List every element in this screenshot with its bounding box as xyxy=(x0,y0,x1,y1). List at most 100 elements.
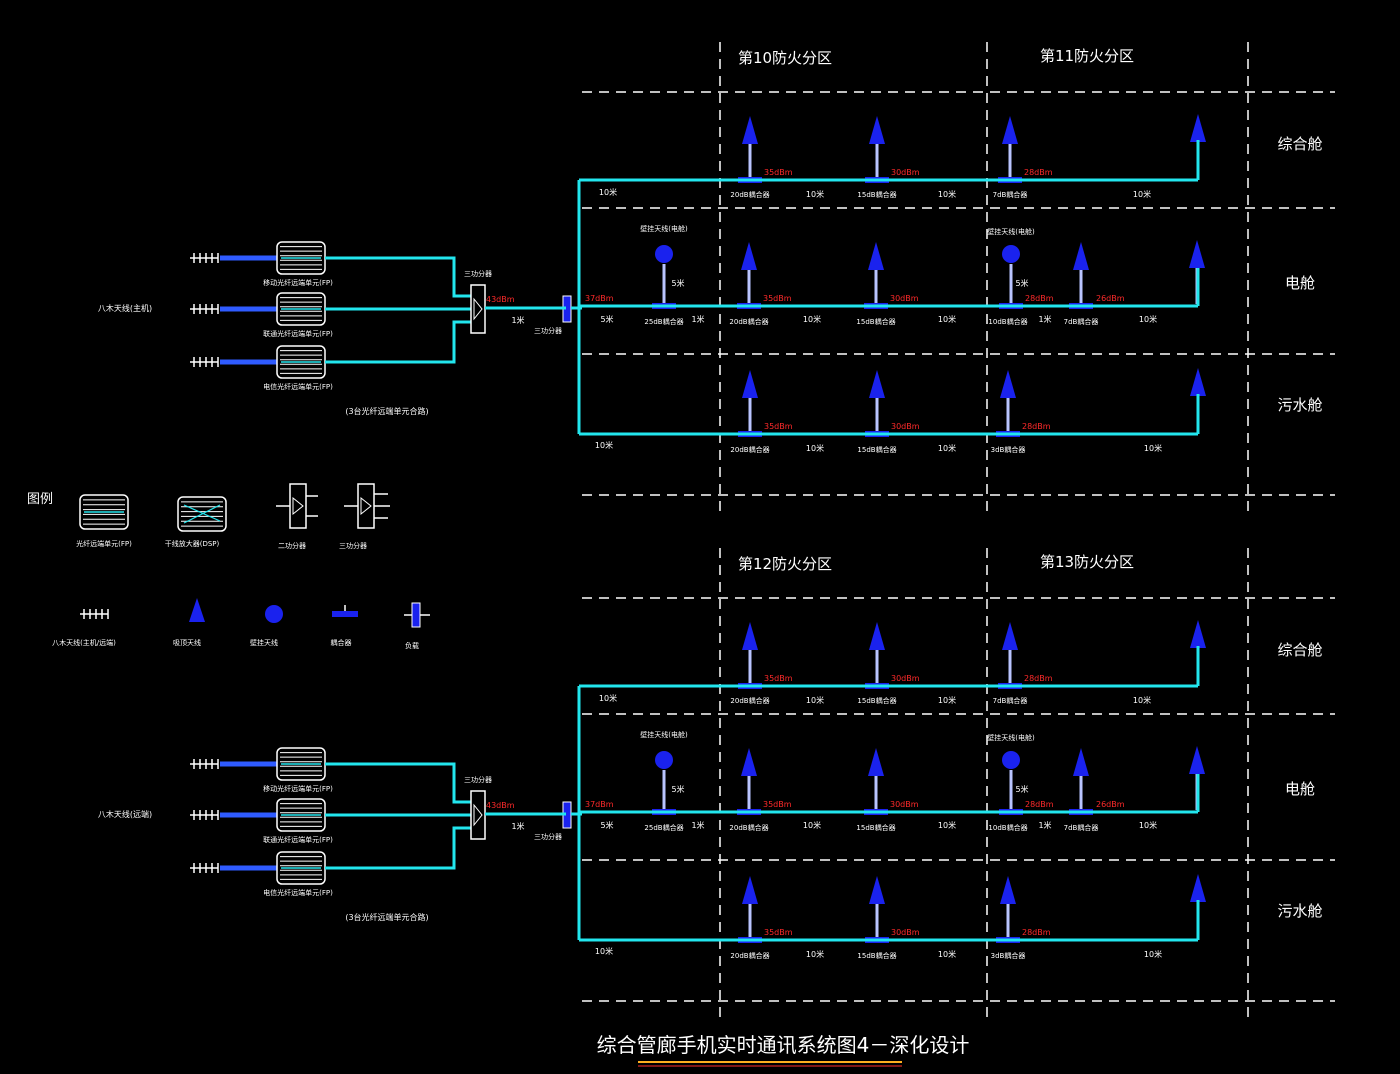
unit-diag xyxy=(183,504,221,524)
antenna-cone xyxy=(1000,370,1016,398)
coupler-label: 7dB耦合器 xyxy=(993,190,1028,199)
combiner-note: (3台光纤远端单元合路) xyxy=(345,912,428,922)
legend-label: 光纤远端单元(FP) xyxy=(76,539,132,548)
power-label: 30dBm xyxy=(891,168,920,177)
length-label: 10米 xyxy=(803,314,821,324)
antenna-disc xyxy=(265,605,283,623)
splitter-body xyxy=(470,284,486,334)
antenna-cone xyxy=(741,242,757,270)
length-label: 10米 xyxy=(938,949,956,959)
power-label: 30dBm xyxy=(891,674,920,683)
splitter-arrow xyxy=(473,297,483,321)
source-antenna-icon xyxy=(190,863,219,873)
unit-diag xyxy=(183,504,221,522)
feeder-line xyxy=(325,762,471,804)
zone-header: 第12防火分区 xyxy=(738,555,832,573)
power-label: 28dBm xyxy=(1025,294,1054,303)
antenna-cone xyxy=(1190,368,1206,396)
legend-label: 三功分器 xyxy=(339,541,367,550)
coupler-label: 15dB耦合器 xyxy=(857,951,896,960)
coupler-label: 25dB耦合器 xyxy=(644,823,683,832)
compartment-label: 综合舱 xyxy=(1277,135,1322,153)
coupler-label: 15dB耦合器 xyxy=(857,445,896,454)
power-label: 26dBm xyxy=(1096,800,1125,809)
length-label: 10米 xyxy=(806,949,824,959)
coupler-label: 15dB耦合器 xyxy=(856,317,895,326)
diagram-title-block: 综合管廊手机实时通讯系统图4－深化设计 xyxy=(597,1033,969,1067)
antenna-disc xyxy=(655,245,673,263)
length-label: 1米 xyxy=(1038,314,1051,324)
hybrid-unit-a-icon xyxy=(79,494,129,530)
length-label: 10米 xyxy=(1144,443,1162,453)
legend-label: 负载 xyxy=(405,641,419,650)
compartment-label: 电舱 xyxy=(1285,780,1315,798)
splitter-1 xyxy=(470,790,486,840)
length-label: 10米 xyxy=(1139,314,1157,324)
coupler-label: 3dB耦合器 xyxy=(991,445,1026,454)
length-label: 10米 xyxy=(938,314,956,324)
antenna-cone xyxy=(868,242,884,270)
coupler-label: 7dB耦合器 xyxy=(1064,317,1099,326)
splitter-label: 三功分器 xyxy=(534,326,562,335)
power-label: 28dBm xyxy=(1024,168,1053,177)
legend-label: 吸顶天线 xyxy=(173,638,201,647)
coupler-label: 7dB耦合器 xyxy=(1064,823,1099,832)
antenna-cone xyxy=(869,622,885,650)
feeder-line xyxy=(325,256,471,298)
power-label: 35dBm xyxy=(764,422,793,431)
length-label: 10米 xyxy=(599,187,617,197)
rf-unit-label: 移动光纤远端单元(FP) xyxy=(263,278,333,287)
splitter-label: 三功分器 xyxy=(464,269,492,278)
rf-unit-label: 联通光纤远端单元(FP) xyxy=(263,835,333,844)
source-antenna-icon xyxy=(190,357,219,367)
power-label: 30dBm xyxy=(891,928,920,937)
antenna-cone xyxy=(1190,114,1206,142)
coupler-label: 20dB耦合器 xyxy=(729,317,768,326)
zone-header: 第13防火分区 xyxy=(1040,553,1134,571)
power-label: 37dBm xyxy=(585,800,614,809)
antenna-cone xyxy=(189,598,205,622)
splitter-arrow xyxy=(473,803,483,827)
zone-header: 第11防火分区 xyxy=(1040,47,1134,65)
length-label: 10米 xyxy=(938,820,956,830)
antenna-cone xyxy=(1189,240,1205,268)
length-label: 5米 xyxy=(671,784,684,794)
terminal-body xyxy=(411,602,421,628)
rf-unit-label: 联通光纤远端单元(FP) xyxy=(263,329,333,338)
length-label: 1米 xyxy=(511,821,524,831)
antenna-cone xyxy=(742,370,758,398)
wall-antenna-label: 壁挂天线(电舱) xyxy=(640,224,688,233)
hybrid-unit-b-icon xyxy=(177,496,227,532)
source-antenna-icon xyxy=(190,253,219,263)
combiner-note: (3台光纤远端单元合路) xyxy=(345,406,428,416)
length-label: 5米 xyxy=(1015,784,1028,794)
length-label: 10米 xyxy=(806,443,824,453)
antenna-cone xyxy=(742,116,758,144)
splitter-2way-icon xyxy=(276,483,318,529)
omni-antenna-icon xyxy=(189,598,205,622)
rf-unit-label: 电信光纤远端单元(FP) xyxy=(263,382,333,391)
splitter-body xyxy=(470,790,486,840)
length-label: 5米 xyxy=(1015,278,1028,288)
legend: 图例光纤远端单元(FP)干线放大器(DSP)二功分器三功分器八木天线(主机/远端… xyxy=(27,483,430,650)
compartment-label: 污水舱 xyxy=(1277,902,1322,920)
source-antenna-icon xyxy=(190,304,219,314)
splitter-1 xyxy=(470,284,486,334)
legend-label: 二功分器 xyxy=(278,541,306,550)
rf-unit-3 xyxy=(276,851,326,885)
coupler-label: 25dB耦合器 xyxy=(644,317,683,326)
antenna-disc xyxy=(1002,751,1020,769)
splitter-arrow xyxy=(292,496,304,516)
rf-unit-label: 电信光纤远端单元(FP) xyxy=(263,888,333,897)
antenna-cone xyxy=(869,370,885,398)
legend-label: 八木天线(主机/远端) xyxy=(52,638,116,647)
power-label: 28dBm xyxy=(1024,674,1053,683)
coupler-label: 20dB耦合器 xyxy=(730,190,769,199)
length-label: 10米 xyxy=(938,443,956,453)
rf-unit-1 xyxy=(276,747,326,781)
splitter-label: 三功分器 xyxy=(534,832,562,841)
coupler-label: 7dB耦合器 xyxy=(993,696,1028,705)
antenna-cone xyxy=(1002,116,1018,144)
rf-unit-label: 移动光纤远端单元(FP) xyxy=(263,784,333,793)
length-label: 10米 xyxy=(595,440,613,450)
